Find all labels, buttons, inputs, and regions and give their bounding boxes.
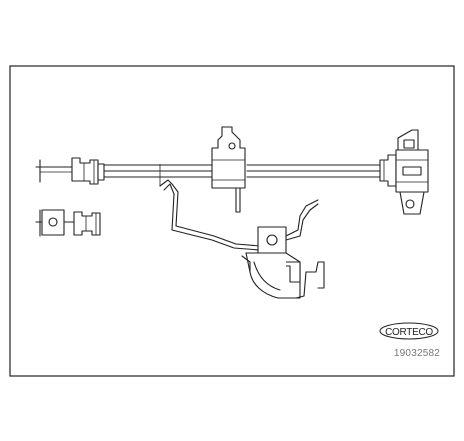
left-fitting — [35, 157, 105, 185]
right-fitting — [379, 129, 429, 215]
detail-fitting — [35, 209, 101, 237]
lower-bracket — [241, 199, 325, 299]
brake-hose — [103, 164, 381, 178]
logo-text: CORTECO — [385, 327, 433, 338]
drawing-frame — [9, 65, 455, 377]
center-bracket — [211, 126, 246, 213]
brake-pipe — [159, 164, 261, 251]
corteco-logo: CORTECO — [379, 322, 439, 340]
part-number: 19032582 — [394, 348, 440, 359]
